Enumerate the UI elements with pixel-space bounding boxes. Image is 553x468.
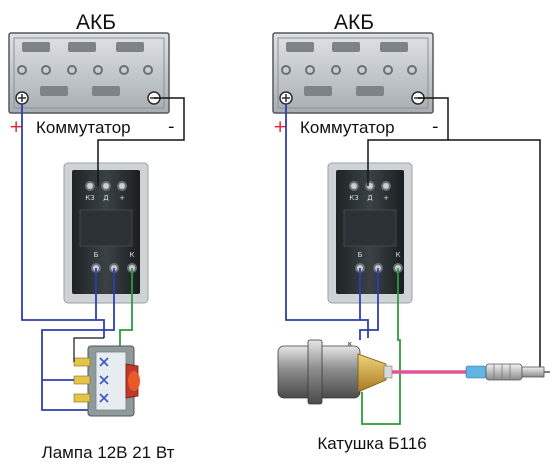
left-circuit: АКБ xyxy=(8,11,185,462)
right-green-wire xyxy=(361,268,401,425)
left-commutator-label: Коммутатор xyxy=(36,118,131,137)
right-k-wire xyxy=(359,268,379,340)
right-plus-sign: + xyxy=(273,117,287,137)
left-battery-plus-terminal xyxy=(15,91,29,105)
right-load-caption: Катушка Б116 xyxy=(317,434,426,453)
left-battery-label: АКБ xyxy=(76,11,116,34)
right-commutator-label: Коммутатор xyxy=(300,118,395,137)
right-ignition-coil: к xyxy=(277,339,393,405)
left-lamp-wire-1 xyxy=(73,337,104,362)
left-battery xyxy=(8,32,170,114)
right-battery-plus-terminal xyxy=(279,91,293,105)
right-minus-sign: - xyxy=(432,116,439,137)
right-module-plus-label: + xyxy=(383,194,389,202)
right-module-d-label: Д xyxy=(367,194,373,202)
right-battery xyxy=(272,32,434,114)
left-minus-sign: - xyxy=(168,116,175,137)
left-load-caption: Лампа 12В 21 Вт xyxy=(42,443,175,462)
left-module-top-terminals xyxy=(85,181,127,191)
left-module-k-label: К xyxy=(130,251,135,259)
left-green-wire xyxy=(119,268,133,346)
right-spark-plug xyxy=(465,363,550,381)
right-module-top-terminals xyxy=(349,181,391,191)
left-plus-sign: + xyxy=(9,117,23,137)
left-module-kz-label: КЗ xyxy=(85,194,95,202)
right-module-b-label: Б xyxy=(358,251,363,259)
left-module-plus-label: + xyxy=(119,194,125,202)
left-lamp xyxy=(73,345,140,417)
left-k-wire xyxy=(41,268,115,411)
left-commutator-module: КЗ Д + Б К xyxy=(63,162,149,304)
lamp-connector-pins xyxy=(73,357,91,403)
right-circuit: АКБ xyxy=(272,11,550,453)
right-commutator-module: КЗ Д + Б К xyxy=(327,162,413,304)
right-module-k-label: К xyxy=(396,251,401,259)
left-module-d-label: Д xyxy=(103,194,109,202)
right-ground-wire xyxy=(448,139,541,372)
left-module-b-label: Б xyxy=(94,251,99,259)
right-battery-label: АКБ xyxy=(334,11,374,34)
left-plus-wire xyxy=(21,104,105,338)
right-module-bottom-terminals xyxy=(355,263,403,273)
left-minus-wire xyxy=(97,97,185,186)
coil-k-terminal-label: к xyxy=(348,340,352,348)
right-plus-wire xyxy=(285,104,369,338)
right-module-kz-label: КЗ xyxy=(349,194,359,202)
